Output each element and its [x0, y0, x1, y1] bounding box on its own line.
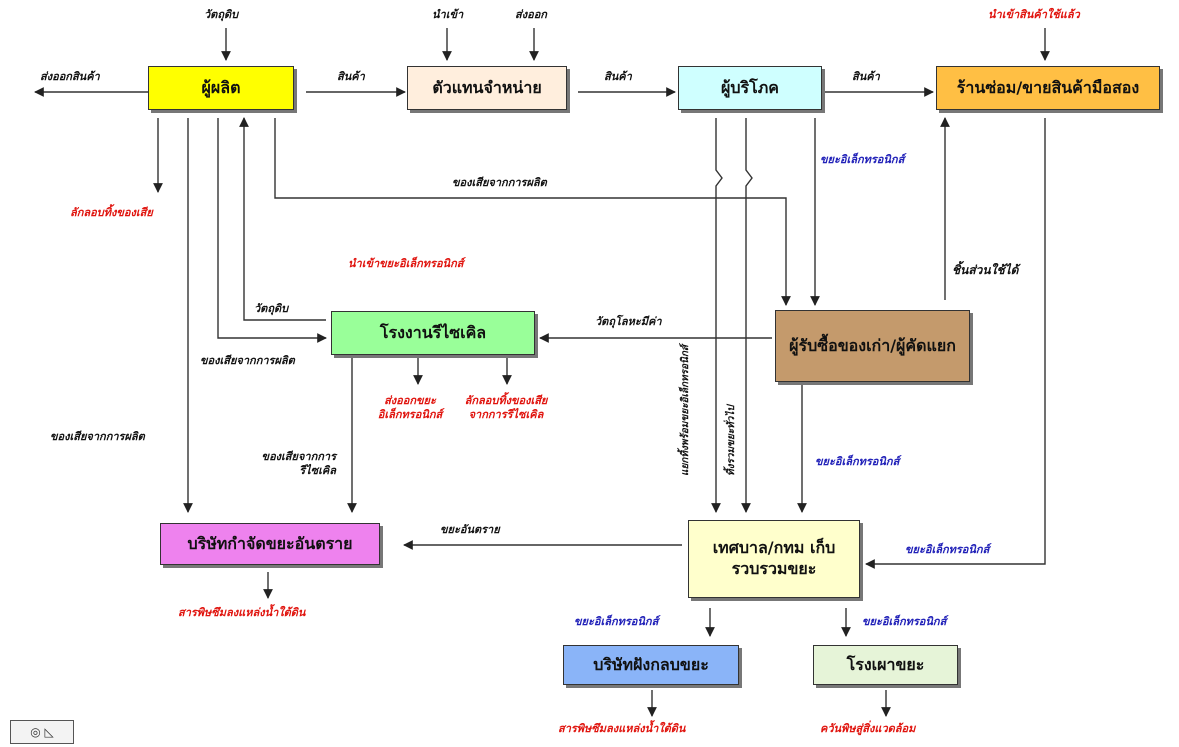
box-dealer: ตัวแทนจำหน่าย [407, 66, 567, 110]
label-raw-material-top: วัตถุดิบ [204, 8, 239, 21]
label-toxic-leak-2: สารพิษซึมลงแหล่งน้ำใต้ดิน [558, 722, 686, 735]
box-municipality: เทศบาล/กทม เก็บรวบรวมขยะ [688, 520, 860, 598]
box-consumer: ผู้บริโภค [678, 66, 822, 110]
label-recycling-waste: ของเสียจากการ รีไซเคิล [261, 450, 336, 477]
label-production-waste-1: ของเสียจากการผลิต [452, 176, 547, 189]
box-landfill: บริษัทฝังกลบขยะ [563, 645, 739, 685]
label-export-goods: ส่งออกสินค้า [40, 70, 100, 83]
label-production-waste-2: ของเสียจากการผลิต [200, 354, 295, 367]
label-valuable-metal: วัตถุโลหะมีค่า [595, 315, 662, 328]
label-toxic-env: ควันพิษสู่สิ่งแวดล้อม [820, 722, 916, 735]
label-import-used-goods: นำเข้าสินค้าใช้แล้ว [988, 8, 1080, 21]
arrow-recycling-producer [239, 117, 326, 321]
arrow-consumer-muni-1 [711, 118, 723, 513]
label-import-top: นำเข้า [432, 8, 464, 21]
arrow-repair-muni [865, 118, 1046, 569]
label-goods-1: สินค้า [337, 70, 365, 83]
label-goods-2: สินค้า [604, 70, 632, 83]
label-producer-dumping: ลักลอบทิ้งของเสีย [70, 206, 153, 219]
label-ewaste-consumer: ขยะอิเล็กทรอนิกส์ [820, 153, 905, 166]
label-toxic-leak-1: สารพิษซึมลงแหล่งน้ำใต้ดิน [178, 606, 306, 619]
label-ewaste-to-incinerator: ขยะอิเล็กทรอนิกส์ [862, 615, 947, 628]
corner-icon: ◎ ◺ [30, 725, 54, 739]
box-hazardous-company: บริษัทกำจัดขยะอันตราย [160, 523, 380, 565]
label-general-waste: ทิ้งรวมขยะทั่วไป [726, 405, 737, 476]
label-ewaste-collector: ขยะอิเล็กทรอนิกส์ [815, 455, 900, 468]
box-collector: ผู้รับซื้อของเก่า/ผู้คัดแยก [775, 310, 970, 382]
label-ewaste-to-landfill: ขยะอิเล็กทรอนิกส์ [574, 615, 659, 628]
label-export-top: ส่งออก [515, 8, 547, 21]
arrow-consumer-muni-2 [741, 118, 753, 513]
label-spare-parts: ชิ้นส่วนใช้ได้ [952, 263, 1019, 277]
label-export-ewaste: ส่งออกขยะ อิเล็กทรอนิกส์ [377, 394, 443, 421]
label-hazardous-waste: ขยะอันตราย [440, 523, 500, 536]
label-raw-material-back: วัตถุดิบ [254, 302, 289, 315]
box-incinerator: โรงเผาขยะ [813, 645, 958, 685]
box-repair-shop: ร้านซ่อม/ขายสินค้ามือสอง [936, 66, 1160, 110]
label-import-ewaste: นำเข้าขยะอิเล็กทรอนิกส์ [348, 257, 464, 270]
arrow-producer-collector [274, 118, 791, 306]
box-recycling-plant: โรงงานรีไซเคิล [331, 311, 535, 355]
label-recycling-dumping: ลักลอบทิ้งของเสีย จากการรีไซเคิล [464, 394, 548, 421]
label-ewaste-repair: ขยะอิเล็กทรอนิกส์ [905, 543, 990, 556]
box-producer: ผู้ผลิต [148, 66, 294, 110]
label-production-waste-3: ของเสียจากการผลิต [50, 430, 145, 443]
corner-widget[interactable]: ◎ ◺ [10, 720, 74, 744]
arrow-producer-recycling [217, 118, 327, 343]
label-goods-3: สินค้า [852, 70, 880, 83]
label-dump-with-ewaste: แยกทิ้งพร้อมขยะอิเล็กทรอนิกส์ [680, 344, 691, 476]
